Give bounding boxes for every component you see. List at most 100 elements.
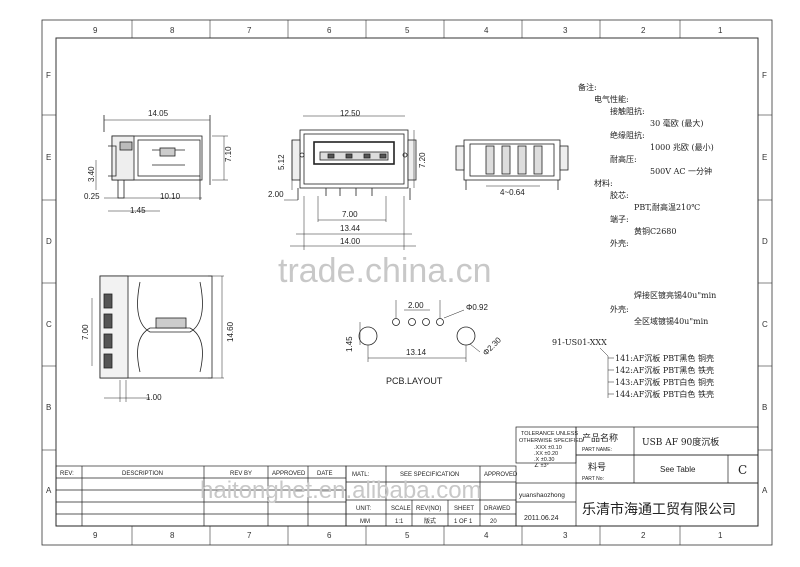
tolerance-row-4: ∠ ±3° xyxy=(534,462,549,469)
col-label-4: 4 xyxy=(484,26,489,35)
description-header: DESCRIPTION xyxy=(122,471,163,477)
col-label-5: 5 xyxy=(405,26,410,35)
col-label-3-b: 3 xyxy=(563,531,568,540)
tolerance-row-2: .XX ±0.20 xyxy=(534,451,558,457)
unit-label: UNIT: xyxy=(356,506,371,512)
col-label-6-b: 6 xyxy=(327,531,332,540)
notes-contact-res: 接触阻抗: xyxy=(610,106,645,116)
notes-housing-val: PBT,耐高温210℃ xyxy=(634,202,700,212)
notes-terminal: 端子: xyxy=(610,214,629,224)
row-label-f-r: F xyxy=(762,71,767,80)
watermark-center: trade.china.cn xyxy=(278,252,492,290)
tolerance-row-1: .XXX ±0.10 xyxy=(534,445,562,451)
notes-insulation-res: 绝缘阻抗: xyxy=(610,130,645,140)
dim-pcb-pitch: 2.00 xyxy=(408,301,424,310)
col-label-5-b: 5 xyxy=(405,531,410,540)
sheet-label: SHEET xyxy=(454,506,474,512)
notes-voltage: 耐高压: xyxy=(610,154,637,164)
drawed-value: 20 xyxy=(490,519,497,525)
part-variant-142: 142:AF沉板 PBT黑色 铁壳 xyxy=(615,365,714,375)
company-name: 乐清市海通工贸有限公司 xyxy=(582,501,736,518)
back-view xyxy=(455,139,569,190)
front-view xyxy=(284,115,417,250)
scale-value: 1:1 xyxy=(395,519,404,525)
notes-plating-solder: 焊接区镀亮锡40u"min xyxy=(634,290,716,300)
dim-top-depth: 7.00 xyxy=(81,324,90,340)
part-no-en-label: PART No: xyxy=(582,476,604,482)
notes-housing: 胶芯: xyxy=(610,190,629,200)
notes-contact-res-val: 30 毫欧 (最大) xyxy=(650,118,704,128)
matl-label: MATL: xyxy=(352,472,370,478)
part-variant-144: 144:AF沉板 PBT白色 铁壳 xyxy=(615,389,714,399)
row-label-a: A xyxy=(46,486,52,495)
col-label-3: 3 xyxy=(563,26,568,35)
drawer-name: yuanshaozhong xyxy=(519,492,565,499)
top-view xyxy=(91,275,224,402)
col-label-2-b: 2 xyxy=(641,531,646,540)
rev-header: REV: xyxy=(60,471,74,477)
col-label-6: 6 xyxy=(327,26,332,35)
draw-date: 2011.06.24 xyxy=(524,515,559,522)
col-label-8: 8 xyxy=(170,26,175,35)
col-label-2: 2 xyxy=(641,26,646,35)
dim-side-offset: 0.25 xyxy=(84,192,100,201)
scale-label: SCALE xyxy=(391,506,411,512)
part-variants: 91-US01-XXX 141:AF沉板 PBT黑色 铜壳 142:AF沉板 P… xyxy=(552,338,714,399)
notes-heading: 备注: xyxy=(578,82,597,92)
part-series: 91-US01-XXX xyxy=(552,338,607,347)
grid-rows: F E D C B A F E D C B A xyxy=(46,71,768,495)
product-name: USB AF 90度沉板 xyxy=(642,436,719,448)
dim-back-pitch: 4~0.64 xyxy=(500,188,525,197)
row-label-e: E xyxy=(46,153,51,162)
watermark-bottom: haitonghet.en.alibaba.com xyxy=(200,477,482,504)
side-view xyxy=(95,115,228,212)
see-spec-label: SEE SPECIFICATION xyxy=(400,472,459,478)
dim-pcb-hole-small: Φ0.92 xyxy=(466,303,489,312)
dim-front-pins: 7.00 xyxy=(342,210,358,219)
outer-border xyxy=(41,19,773,546)
part-no-cn-label: 料号 xyxy=(588,461,606,473)
tolerance-title-2: OTHERWISE SPECIFIED xyxy=(519,438,583,444)
notes-block: 备注: 电气性能: 接触阻抗: 30 毫欧 (最大) 绝缘阻抗: 1000 兆欧… xyxy=(578,82,716,326)
dim-front-height: 7.20 xyxy=(418,152,427,168)
notes-voltage-val: 500V AC 一分钟 xyxy=(650,166,712,176)
drawed-label: DRAWED xyxy=(484,506,511,512)
rev-no-value: 版式 xyxy=(424,517,436,525)
notes-insulation-res-val: 1000 兆欧 (最小) xyxy=(650,142,714,152)
sheet-value: 1 OF 1 xyxy=(454,519,473,525)
product-name-cn-label: 产品名称 xyxy=(582,432,618,444)
approved-header: APPROVED xyxy=(272,471,306,477)
dim-pcb-span: 13.14 xyxy=(406,348,427,357)
dim-side-length: 10.10 xyxy=(160,192,181,201)
notes-electrical: 电气性能: xyxy=(594,94,629,104)
revision-letter: C xyxy=(738,463,747,477)
dim-side-pin-height: 3.40 xyxy=(87,166,96,182)
col-label-9: 9 xyxy=(93,26,98,35)
dim-front-top: 12.50 xyxy=(340,109,361,118)
tolerance-row-3: .X ±0.30 xyxy=(534,457,554,463)
row-label-b-r: B xyxy=(762,403,767,412)
notes-plating-shell-val: 全区域镀锡40u"min xyxy=(634,316,708,326)
row-label-b: B xyxy=(46,403,51,412)
dim-front-left: 5.12 xyxy=(277,154,286,170)
pcb-layout-label: PCB.LAYOUT xyxy=(386,376,443,386)
grid-ticks xyxy=(42,20,772,545)
dim-side-height: 7.10 xyxy=(224,146,233,162)
row-label-d: D xyxy=(46,237,52,246)
date-header: DATE xyxy=(317,471,333,477)
notes-plating-shell: 外壳: xyxy=(610,304,629,314)
approved-label: APPROVED xyxy=(484,472,518,478)
unit-value: MM xyxy=(360,519,370,525)
notes-shell: 外壳: xyxy=(610,238,629,248)
tolerance-title-1: TOLERANCE UNLESS xyxy=(521,431,578,437)
col-label-7: 7 xyxy=(247,26,252,35)
notes-material: 材料: xyxy=(594,178,613,188)
col-label-7-b: 7 xyxy=(247,531,252,540)
notes-terminal-val: 黄铜C2680 xyxy=(634,226,676,236)
part-variant-143: 143:AF沉板 PBT白色 铜壳 xyxy=(615,377,714,387)
col-label-8-b: 8 xyxy=(170,531,175,540)
grid-columns-bottom: 9 8 7 6 5 4 3 2 1 xyxy=(93,531,723,540)
dim-front-span: 13.44 xyxy=(340,224,361,233)
dim-pcb-offset: 1.45 xyxy=(345,336,354,352)
